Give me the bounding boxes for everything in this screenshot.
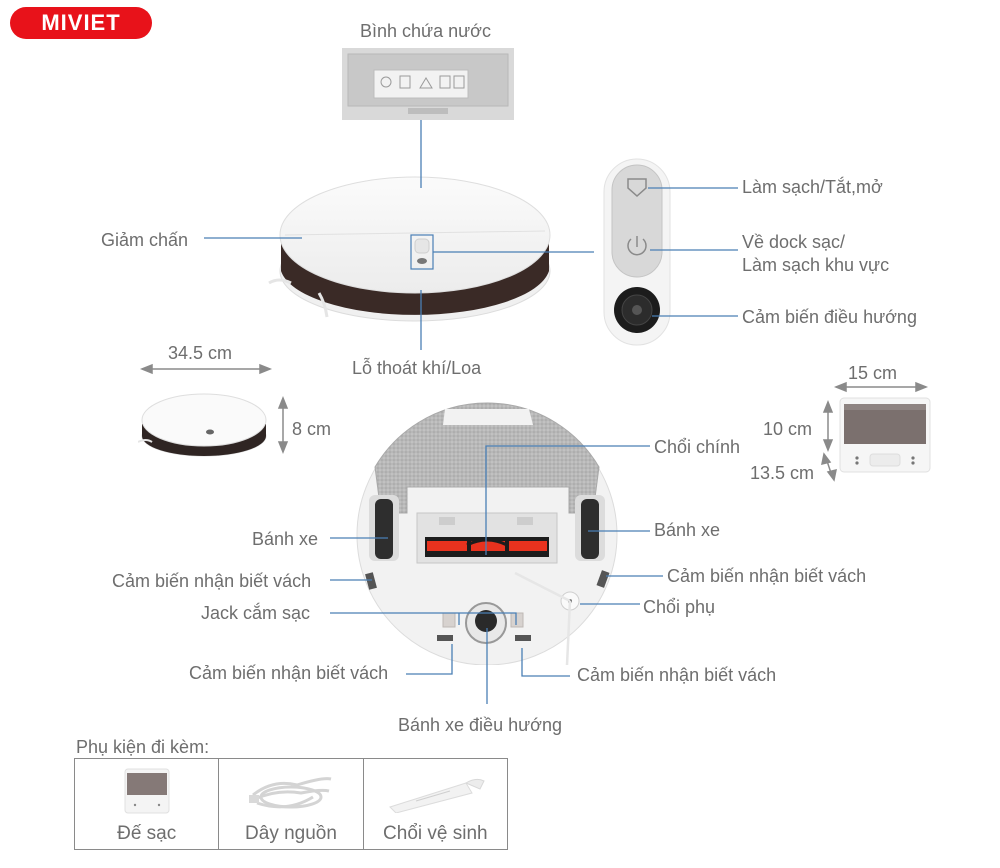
label-cliff-bottom-right: Cảm biến nhận biết vách — [577, 665, 777, 685]
accessory-cleaning-brush: Chổi vệ sinh — [364, 759, 507, 849]
left-wheel — [369, 495, 399, 561]
control-panel-image — [603, 158, 671, 346]
clean-button-icon — [627, 178, 647, 198]
accessories-title: Phụ kiện đi kèm: — [76, 737, 210, 757]
label-water-tank: Bình chứa nước — [360, 21, 491, 41]
power-button-icon — [627, 236, 647, 256]
label-exhaust-speaker: Lỗ thoát khí/Loa — [352, 358, 482, 378]
dim-robot-width: 34.5 cm — [168, 343, 233, 363]
accessory-label: Dây nguồn — [245, 823, 337, 844]
label-wheel-left: Bánh xe — [252, 529, 319, 549]
accessory-power-cord: Dây nguồn — [219, 759, 364, 849]
accessory-charging-dock: Đế sạc — [75, 759, 220, 849]
dim-dock-width: 15 cm — [848, 363, 898, 383]
charging-dock-image — [839, 397, 931, 473]
label-cliff-bottom-left: Cảm biến nhận biết vách — [189, 663, 389, 683]
label-nav-sensor: Cảm biến điều hướng — [742, 307, 917, 327]
label-cliff-left: Cảm biến nhận biết vách — [112, 571, 312, 591]
label-main-brush: Chổi chính — [654, 437, 741, 457]
label-side-brush: Chổi phụ — [643, 597, 716, 617]
accessories-table: Đế sạc Dây nguồn Chổi vệ sinh — [74, 758, 508, 850]
label-dock-line1: Về dock sạc/ — [742, 232, 846, 252]
label-caster-wheel: Bánh xe điều hướng — [398, 715, 562, 735]
dim-dock-depth: 13.5 cm — [750, 463, 815, 483]
charging-dock-icon — [124, 768, 170, 814]
right-wheel — [575, 495, 605, 561]
dim-dock-height: 10 cm — [763, 419, 813, 439]
label-bumper: Giảm chấn — [101, 230, 189, 250]
robot-small-image — [138, 393, 267, 457]
robot-bottom-view-image — [356, 402, 618, 665]
power-cord-icon — [249, 777, 332, 809]
accessory-label: Đế sạc — [117, 823, 177, 844]
water-tank-image — [342, 48, 514, 120]
label-dock-line2: Làm sạch khu vực — [742, 255, 890, 275]
label-charging-jack: Jack cắm sạc — [201, 603, 311, 623]
label-wheel-right: Bánh xe — [654, 520, 721, 540]
brand-logo: MIVIET — [10, 7, 152, 39]
accessory-label: Chổi vệ sinh — [383, 823, 488, 844]
label-clean-power: Làm sạch/Tắt,mở — [742, 177, 883, 197]
robot-top-view-image — [268, 176, 551, 322]
cleaning-brush-icon — [388, 778, 485, 813]
label-cliff-right: Cảm biến nhận biết vách — [667, 566, 867, 586]
dim-robot-height: 8 cm — [292, 419, 332, 439]
